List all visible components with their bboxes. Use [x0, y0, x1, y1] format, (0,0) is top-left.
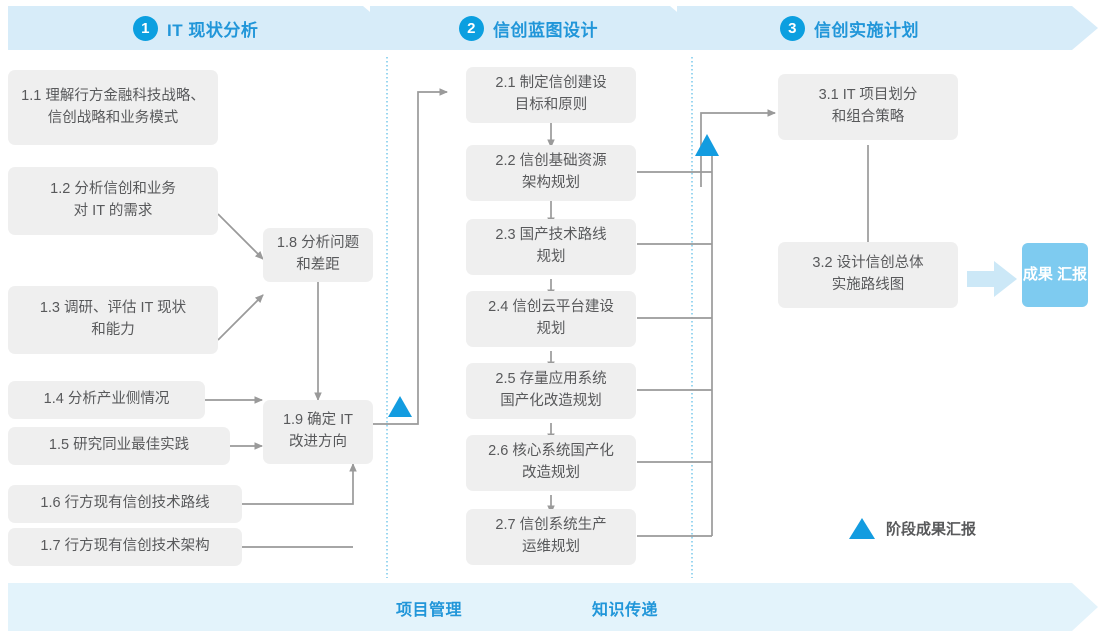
- node-1-3[interactable]: 1.3 调研、评估 IT 现状 和能力: [8, 286, 218, 354]
- node-2-5[interactable]: 2.5 存量应用系统 国产化改造规划: [466, 363, 636, 419]
- node-1-5-line-1: 1.5 研究同业最佳实践: [48, 437, 190, 454]
- node-1-8-line-2: 和差距: [296, 257, 340, 273]
- node-2-2-line-1: 2.2 信创基础资源: [495, 153, 607, 170]
- node-1-9-line-2: 改进方向: [288, 434, 347, 450]
- bottom-band: [8, 583, 1098, 631]
- node-2-4[interactable]: 2.4 信创云平台建设 规划: [466, 291, 636, 347]
- node-1-6[interactable]: 1.6 行方现有信创技术路线: [8, 485, 242, 523]
- node-1-3-line-1: 1.3 调研、评估 IT 现状: [39, 300, 187, 317]
- node-2-4-line-2: 规划: [536, 321, 566, 337]
- node-2-1-line-2: 目标和原则: [514, 97, 588, 113]
- node-1-1[interactable]: 1.1 理解行方金融科技战略、 信创战略和业务模式: [8, 70, 218, 145]
- phase-header-1[interactable]: 1 IT 现状分析: [133, 6, 258, 50]
- node-3-1-line-1: 3.1 IT 项目划分: [818, 87, 918, 104]
- node-1-8-line-1: 1.8 分析问题: [276, 235, 360, 252]
- node-1-2[interactable]: 1.2 分析信创和业务 对 IT 的需求: [8, 167, 218, 235]
- phase-header-3[interactable]: 3 信创实施计划: [780, 6, 919, 50]
- phase-band-segment-1: [8, 6, 389, 50]
- phase-number-1: 1: [133, 15, 158, 41]
- node-1-8[interactable]: 1.8 分析问题 和差距: [263, 228, 373, 282]
- phase-number-2: 2: [459, 15, 484, 41]
- phase-title-3: 信创实施计划: [814, 20, 919, 40]
- triangle-icon: [849, 518, 875, 539]
- phase-number-3: 3: [780, 15, 805, 41]
- phase-header-2[interactable]: 2 信创蓝图设计: [459, 6, 598, 50]
- phase-title-2: 信创蓝图设计: [493, 20, 598, 40]
- node-1-9-line-1: 1.9 确定 IT: [282, 412, 354, 429]
- legend: 阶段成果汇报: [849, 518, 976, 539]
- node-2-2-line-2: 架构规划: [522, 175, 580, 191]
- node-1-7-line-1: 1.7 行方现有信创技术架构: [40, 538, 210, 555]
- phase-band-segment-2: [344, 6, 696, 50]
- legend-label: 阶段成果汇报: [886, 521, 977, 538]
- node-2-3[interactable]: 2.3 国产技术路线 规划: [466, 219, 636, 275]
- node-1-9[interactable]: 1.9 确定 IT 改进方向: [263, 400, 373, 464]
- node-2-3-line-2: 规划: [536, 249, 566, 265]
- node-2-4-line-1: 2.4 信创云平台建设: [488, 299, 614, 316]
- node-2-3-line-1: 2.3 国产技术路线: [495, 227, 607, 244]
- phase-band-segment-3: [651, 6, 1098, 50]
- phase-title-1: IT 现状分析: [167, 20, 259, 40]
- node-2-7-line-2: 运维规划: [522, 539, 580, 555]
- node-1-6-line-1: 1.6 行方现有信创技术路线: [40, 495, 210, 512]
- bottom-label-knowledge-transfer[interactable]: 知识传递: [592, 602, 659, 619]
- node-1-1-line-2: 信创战略和业务模式: [47, 109, 179, 126]
- node-3-1-line-2: 和组合策略: [831, 109, 905, 125]
- bottom-label-project-management[interactable]: 项目管理: [396, 602, 463, 619]
- result-arrow-icon: [967, 261, 1017, 297]
- node-2-5-line-2: 国产化改造规划: [500, 393, 602, 409]
- node-1-4-line-1: 1.4 分析产业侧情况: [43, 391, 170, 408]
- node-3-2-line-2: 实施路线图: [831, 277, 905, 293]
- node-1-5[interactable]: 1.5 研究同业最佳实践: [8, 427, 230, 465]
- result-chip[interactable]: 成果 汇报: [1022, 243, 1088, 307]
- node-2-6-line-2: 改造规划: [522, 465, 580, 481]
- node-2-5-line-1: 2.5 存量应用系统: [495, 371, 607, 388]
- node-2-7[interactable]: 2.7 信创系统生产 运维规划: [466, 509, 636, 565]
- node-2-6-line-1: 2.6 核心系统国产化: [488, 443, 614, 460]
- phase-band: [8, 6, 1098, 50]
- node-2-1[interactable]: 2.1 制定信创建设 目标和原则: [466, 67, 636, 123]
- node-1-3-line-2: 和能力: [91, 322, 135, 338]
- node-2-7-line-1: 2.7 信创系统生产: [495, 517, 607, 534]
- bottom-band-shape: [8, 583, 1098, 631]
- milestone-triangle-phase2: [695, 134, 719, 156]
- node-1-4[interactable]: 1.4 分析产业侧情况: [8, 381, 205, 419]
- node-3-2-line-1: 3.2 设计信创总体: [812, 255, 924, 272]
- node-1-1-line-1: 1.1 理解行方金融科技战略、: [21, 87, 205, 104]
- node-1-2-line-2: 对 IT 的需求: [73, 203, 153, 219]
- node-2-6[interactable]: 2.6 核心系统国产化 改造规划: [466, 435, 636, 491]
- node-3-2[interactable]: 3.2 设计信创总体 实施路线图: [778, 242, 958, 308]
- node-3-1[interactable]: 3.1 IT 项目划分 和组合策略: [778, 74, 958, 140]
- node-2-1-line-1: 2.1 制定信创建设: [495, 75, 607, 92]
- milestone-triangle-phase1: [388, 396, 412, 417]
- node-1-2-line-1: 1.2 分析信创和业务: [50, 181, 176, 198]
- node-2-2[interactable]: 2.2 信创基础资源 架构规划: [466, 145, 636, 201]
- node-1-7[interactable]: 1.7 行方现有信创技术架构: [8, 528, 242, 566]
- result-chip-line-2: 汇报: [1057, 265, 1088, 283]
- result-chip-line-1: 成果: [1022, 265, 1053, 283]
